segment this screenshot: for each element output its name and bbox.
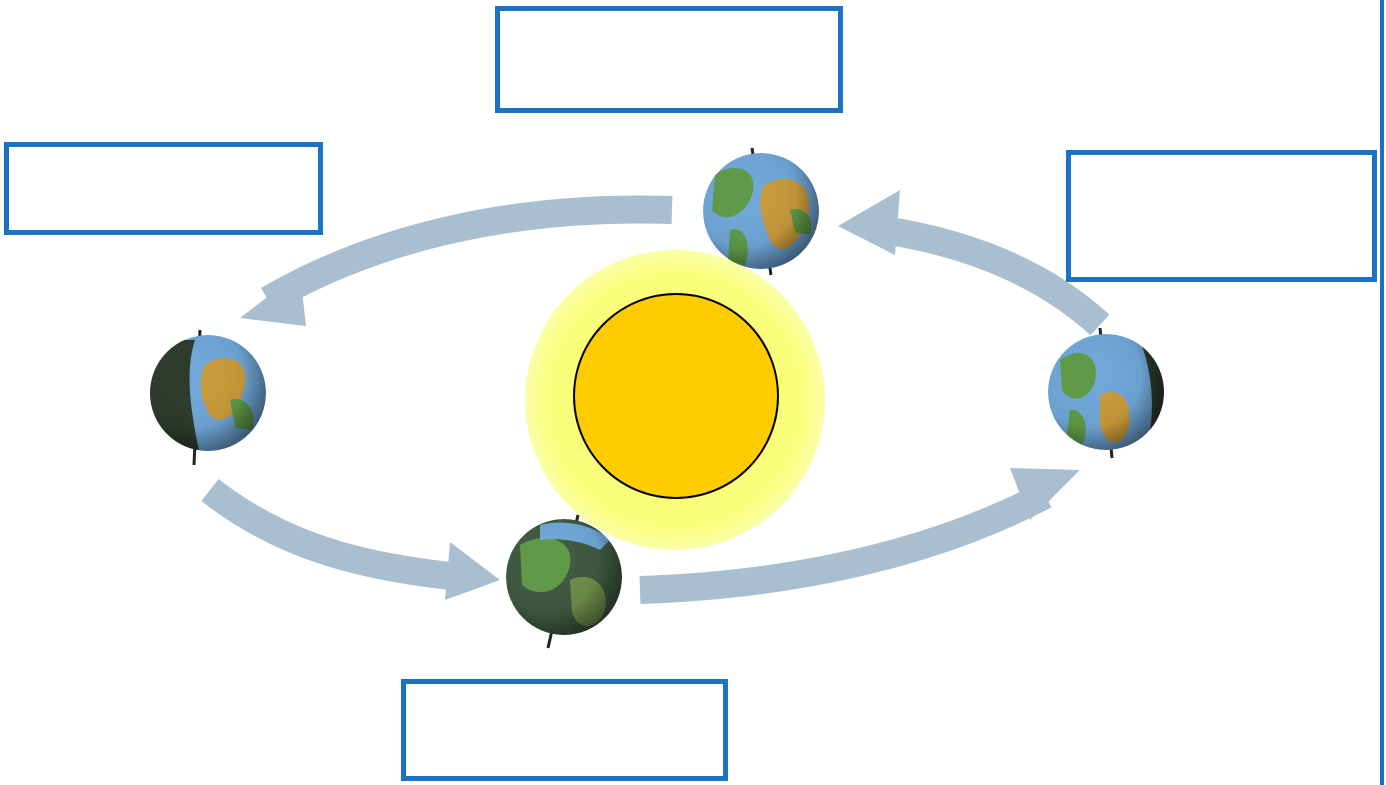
sun-core [574,294,778,498]
earth-right [1048,328,1170,458]
label-box-left[interactable] [4,142,323,235]
label-box-bottom[interactable] [401,679,728,781]
sun [525,250,825,550]
earth-left [150,330,266,465]
label-box-top[interactable] [495,6,843,113]
orbit-arrow-left [210,490,500,600]
orbit-arrow-right [838,190,1100,325]
right-border-line [1380,0,1384,785]
earth-top [703,148,819,275]
label-box-right[interactable] [1066,150,1377,282]
earth-bottom [506,515,622,648]
